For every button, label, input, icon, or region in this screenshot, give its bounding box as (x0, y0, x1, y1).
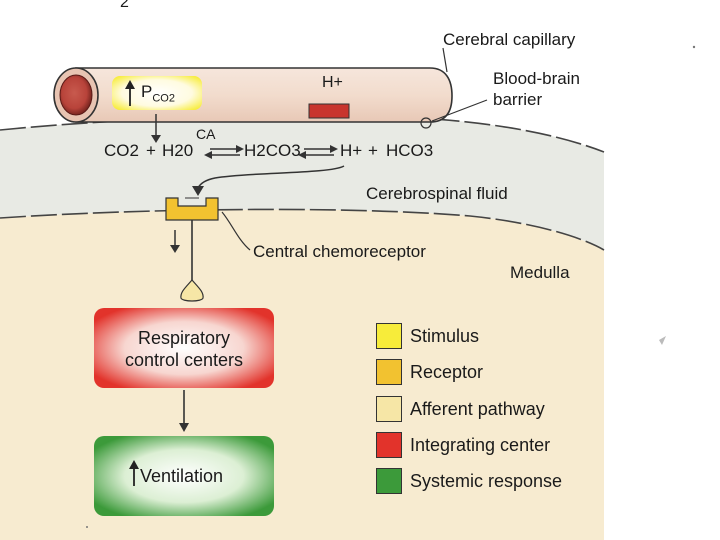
label-pco2: PCO2 (141, 82, 175, 105)
chemoreceptor-leader (221, 211, 251, 251)
legend-swatch (376, 396, 402, 422)
eq-plus-1: + (146, 141, 156, 160)
legend-label: Receptor (410, 361, 484, 382)
label-h-plus: H+ (322, 74, 343, 91)
bbb-leader (431, 99, 488, 122)
label-blood-brain-barrier: Blood-brain barrier (493, 69, 580, 109)
eq-plus-2: + (368, 141, 378, 160)
respiratory-control-centers: Respiratory control centers (124, 328, 244, 370)
arrow-pco2-down (151, 135, 161, 143)
legend-label: Stimulus (410, 325, 480, 346)
chemoreceptor-shape (165, 197, 219, 221)
axon-terminal (180, 279, 204, 302)
red-blood-cell (59, 74, 93, 116)
arrow-small-down (170, 245, 180, 253)
legend-item-afferent-pathway: Afferent pathway (376, 396, 545, 422)
label-central-chemoreceptor: Central chemoreceptor (253, 242, 426, 261)
legend-label: Afferent pathway (410, 398, 545, 419)
legend-item-stimulus: Stimulus (376, 323, 479, 349)
top-fragment: 2 (120, 0, 129, 11)
respiratory-box-shape (94, 308, 274, 388)
label-cerebral-capillary: Cerebral capillary (443, 30, 576, 49)
lower-membrane-line (0, 208, 605, 251)
legend-label: Integrating center (410, 434, 551, 455)
csf-band (0, 115, 604, 250)
ventilation-label: Ventilation (140, 466, 224, 486)
legend-item-integrating-center: Integrating center (376, 432, 550, 458)
h-plus-box (308, 103, 350, 119)
capillary-leader (442, 47, 448, 73)
eq-h2co3: H2CO3 (244, 141, 301, 160)
legend-item-receptor: Receptor (376, 359, 483, 385)
label-ca: CA (196, 126, 216, 142)
bbb-marker (420, 117, 432, 129)
eq-hco3: HCO3 (386, 141, 434, 160)
legend-swatch (376, 468, 402, 494)
eq-h2o: H20 (162, 141, 194, 160)
arrow-to-ventilation (179, 423, 189, 432)
legend-swatch (376, 432, 402, 458)
legend-swatch (376, 323, 402, 349)
legend-item-systemic-response: Systemic response (376, 468, 562, 494)
pco2-stimulus-box (112, 76, 202, 110)
label-medulla: Medulla (510, 263, 570, 282)
eq-co2: CO2 (104, 141, 139, 160)
label-csf: Cerebrospinal fluid (366, 184, 508, 203)
ventilation-box-shape (94, 436, 274, 516)
legend-swatch (376, 359, 402, 385)
eq-h-plus: H+ (340, 141, 363, 160)
legend-label: Systemic response (410, 470, 563, 491)
arrow-h-to-receptor (197, 165, 345, 189)
